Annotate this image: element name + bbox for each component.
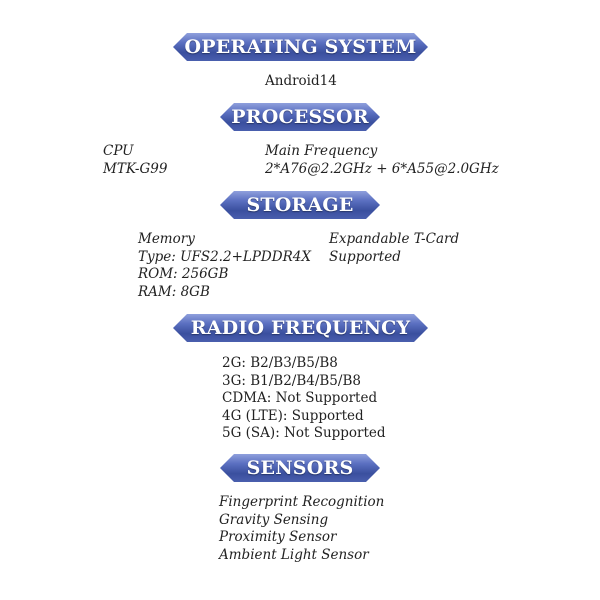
radio-block: 2G: B2/B3/B5/B8 3G: B1/B2/B4/B5/B8 CDMA:…	[222, 355, 386, 443]
radio-line: 3G: B1/B2/B4/B5/B8	[222, 372, 361, 389]
sensors-block: Fingerprint Recognition Gravity Sensing …	[219, 494, 384, 564]
sensor-line: Ambient Light Sensor	[219, 546, 369, 563]
cpu-value: MTK-G99	[103, 160, 168, 177]
cpu-block: CPU MTK-G99	[103, 143, 167, 178]
os-value: Android14	[265, 73, 337, 89]
storage-section-banner: STORAGE	[220, 191, 380, 219]
sensor-line: Fingerprint Recognition	[219, 494, 385, 510]
memory-line: Memory	[138, 231, 195, 247]
memory-line: ROM: 256GB	[138, 266, 229, 282]
storage-section-title: STORAGE	[246, 194, 354, 216]
radio-section-title: RADIO FREQUENCY	[190, 317, 411, 339]
frequency-label: Main Frequency	[265, 143, 378, 159]
expandable-block: Expandable T-Card Supported	[329, 231, 459, 266]
sensor-line: Proximity Sensor	[219, 529, 337, 545]
memory-block: Memory Type: UFS2.2+LPDDR4X ROM: 256GB R…	[138, 231, 311, 301]
memory-line: Type: UFS2.2+LPDDR4X	[138, 248, 311, 265]
processor-section-banner: PROCESSOR	[220, 103, 380, 131]
expandable-line: Expandable T-Card	[329, 231, 460, 247]
radio-line: 5G (SA): Not Supported	[222, 425, 386, 441]
processor-section-title: PROCESSOR	[231, 106, 369, 128]
os-section-title: OPERATING SYSTEM	[184, 36, 417, 58]
expandable-line: Supported	[329, 248, 401, 265]
frequency-value: 2*A76@2.2GHz + 6*A55@2.0GHz	[265, 160, 499, 177]
radio-line: 4G (LTE): Supported	[222, 407, 364, 424]
frequency-block: Main Frequency 2*A76@2.2GHz + 6*A55@2.0G…	[265, 143, 499, 178]
sensor-line: Gravity Sensing	[219, 511, 329, 528]
radio-line: 2G: B2/B3/B5/B8	[222, 355, 338, 371]
memory-line: RAM: 8GB	[138, 283, 210, 300]
cpu-label: CPU	[103, 143, 134, 159]
radio-line: CDMA: Not Supported	[222, 390, 378, 406]
os-section-banner: OPERATING SYSTEM	[173, 33, 428, 61]
sensors-section-banner: SENSORS	[220, 454, 380, 482]
radio-section-banner: RADIO FREQUENCY	[173, 314, 428, 342]
sensors-section-title: SENSORS	[246, 457, 354, 479]
